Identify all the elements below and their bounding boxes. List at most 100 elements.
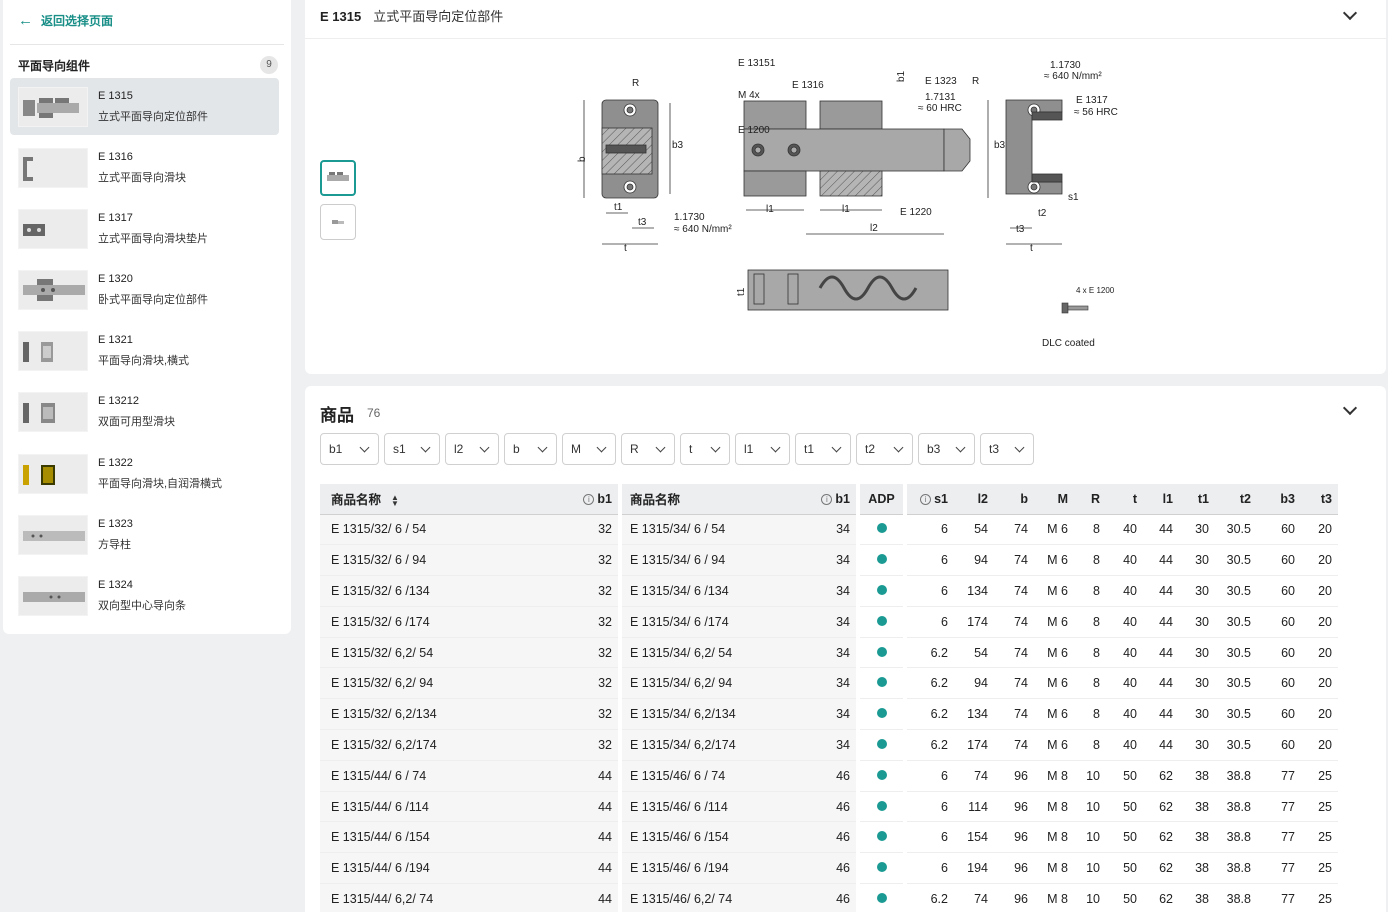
info-icon[interactable]: i xyxy=(821,493,833,505)
cell-name2[interactable]: E 1315/34/ 6,2/ 94 xyxy=(618,667,803,700)
drawing-thumbnail-button[interactable] xyxy=(320,160,356,196)
filter-b[interactable]: b xyxy=(504,433,557,465)
cell-l2: 94 xyxy=(954,544,994,577)
col-header-adp[interactable]: ADP xyxy=(856,484,905,515)
back-to-selection-link[interactable]: ← 返回选择页面 xyxy=(18,12,113,29)
cell-name2[interactable]: E 1315/46/ 6 / 74 xyxy=(618,760,803,792)
col-header-t2[interactable]: t2 xyxy=(1215,484,1257,515)
col-header-l2[interactable]: l2 xyxy=(954,484,994,515)
cell-name1[interactable]: E 1315/32/ 6,2/ 54 xyxy=(320,637,566,669)
cell-name1[interactable]: E 1315/44/ 6 /154 xyxy=(320,821,566,854)
sidebar-item-e1317[interactable]: E 1317 立式平面导向滑块垫片 xyxy=(10,200,279,257)
cell-name2[interactable]: E 1315/34/ 6 / 54 xyxy=(618,514,803,546)
filter-l2[interactable]: l2 xyxy=(445,433,499,465)
cell-s1: 6.2 xyxy=(903,883,954,912)
sidebar-item-e13212[interactable]: E 13212 双面可用型滑块 xyxy=(10,384,279,441)
item-name: 平面导向滑块,自润滑横式 xyxy=(98,477,223,490)
filter-t1[interactable]: t1 xyxy=(795,433,851,465)
filter-t3[interactable]: t3 xyxy=(980,433,1034,465)
col-header-l1[interactable]: l1 xyxy=(1143,484,1179,515)
label-e1316: E 1316 xyxy=(792,80,824,91)
cell-name2[interactable]: E 1315/46/ 6 /194 xyxy=(618,852,803,885)
cell-b: 74 xyxy=(994,667,1034,700)
cell-name2[interactable]: E 1315/34/ 6,2/174 xyxy=(618,729,803,761)
cell-l1: 44 xyxy=(1143,544,1179,577)
cell-l2: 174 xyxy=(954,606,994,638)
sidebar-item-e1316[interactable]: E 1316 立式平面导向滑块 xyxy=(10,139,279,196)
info-icon[interactable]: i xyxy=(583,493,595,505)
col-header-b[interactable]: b xyxy=(994,484,1034,515)
filter-l1[interactable]: l1 xyxy=(735,433,790,465)
collapse-chevron-icon[interactable] xyxy=(1342,400,1358,416)
sidebar-item-e1315[interactable]: E 1315 立式平面导向定位部件 xyxy=(10,78,279,135)
sidebar-item-e1321[interactable]: E 1321 平面导向滑块,横式 xyxy=(10,323,279,380)
cell-name2[interactable]: E 1315/46/ 6,2/ 74 xyxy=(618,883,803,912)
filter-m[interactable]: M xyxy=(562,433,616,465)
col-header-m[interactable]: M xyxy=(1034,484,1074,515)
cell-name2[interactable]: E 1315/46/ 6 /154 xyxy=(618,821,803,854)
cell-name2[interactable]: E 1315/34/ 6,2/ 54 xyxy=(618,637,803,669)
cell-name1[interactable]: E 1315/44/ 6 /114 xyxy=(320,791,566,823)
product-family-list: E 1315 立式平面导向定位部件 E 1316 立式平面导向滑块 E 1317… xyxy=(10,78,279,629)
cell-name2[interactable]: E 1315/34/ 6,2/134 xyxy=(618,698,803,731)
cell-name1[interactable]: E 1315/32/ 6,2/ 94 xyxy=(320,667,566,700)
filter-s1[interactable]: s1 xyxy=(384,433,440,465)
filter-t[interactable]: t xyxy=(680,433,730,465)
filter-t2[interactable]: t2 xyxy=(856,433,913,465)
cell-name1[interactable]: E 1315/32/ 6 / 94 xyxy=(320,544,566,577)
chevron-down-icon xyxy=(537,442,548,452)
col-header-name-2[interactable]: 商品名称 xyxy=(618,484,803,515)
sort-icon[interactable]: ▲▼ xyxy=(391,492,399,508)
sidebar-item-e1320[interactable]: E 1320 卧式平面导向定位部件 xyxy=(10,262,279,319)
filter-b3[interactable]: b3 xyxy=(918,433,975,465)
filter-r[interactable]: R xyxy=(621,433,675,465)
col-header-t3[interactable]: t3 xyxy=(1301,484,1338,515)
cell-b: 96 xyxy=(994,852,1034,885)
col-header-b3[interactable]: b3 xyxy=(1257,484,1301,515)
cell-name1[interactable]: E 1315/32/ 6,2/174 xyxy=(320,729,566,761)
sidebar-item-e1323[interactable]: E 1323 方导柱 xyxy=(10,506,279,563)
cell-name1[interactable]: E 1315/44/ 6 /194 xyxy=(320,852,566,885)
cell-adp xyxy=(856,544,905,577)
cell-name1[interactable]: E 1315/32/ 6 /134 xyxy=(320,575,566,607)
col-header-r[interactable]: R xyxy=(1074,484,1106,515)
cell-name1[interactable]: E 1315/32/ 6,2/134 xyxy=(320,698,566,731)
cell-name2[interactable]: E 1315/34/ 6 /174 xyxy=(618,606,803,638)
collapse-chevron-icon[interactable] xyxy=(1342,5,1358,21)
label-t: t xyxy=(624,243,627,254)
col-header-t[interactable]: t xyxy=(1106,484,1143,515)
cell-name1[interactable]: E 1315/32/ 6 / 54 xyxy=(320,514,566,546)
cell-t2: 38.8 xyxy=(1215,883,1257,912)
sidebar-item-e1324[interactable]: E 1324 双向型中心导向条 xyxy=(10,568,279,625)
cell-name1[interactable]: E 1315/44/ 6,2/ 74 xyxy=(320,883,566,912)
filter-b1[interactable]: b1 xyxy=(320,433,379,465)
photo-thumbnail-button[interactable] xyxy=(320,204,356,240)
cell-name1[interactable]: E 1315/32/ 6 /174 xyxy=(320,606,566,638)
item-code: E 1315 xyxy=(98,89,133,102)
cell-name2[interactable]: E 1315/34/ 6 /134 xyxy=(618,575,803,607)
cell-name1[interactable]: E 1315/44/ 6 / 74 xyxy=(320,760,566,792)
col-header-name[interactable]: 商品名称▲▼ xyxy=(320,484,566,515)
sidebar-item-e1322[interactable]: E 1322 平面导向滑块,自润滑横式 xyxy=(10,445,279,502)
info-icon[interactable]: i xyxy=(920,493,932,505)
cell-name2[interactable]: E 1315/34/ 6 / 94 xyxy=(618,544,803,577)
cell-name2[interactable]: E 1315/46/ 6 /114 xyxy=(618,791,803,823)
col-header-t1[interactable]: t1 xyxy=(1179,484,1215,515)
